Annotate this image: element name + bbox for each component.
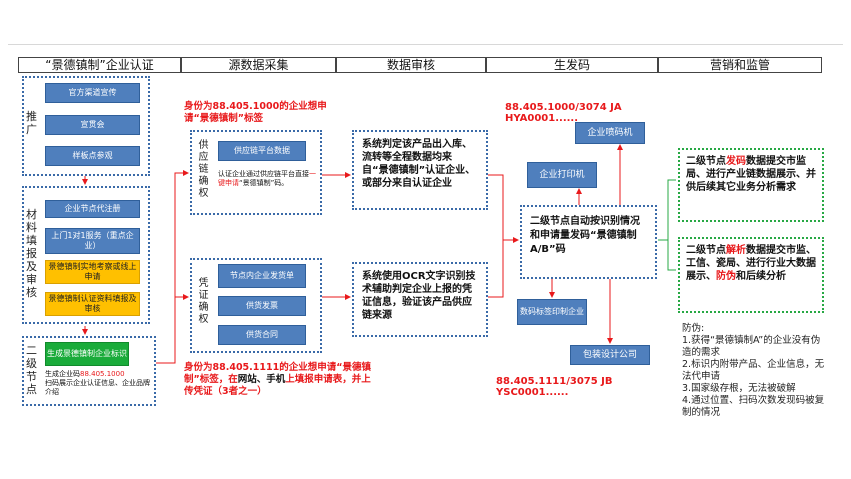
market2-red: 解析 xyxy=(726,245,746,256)
market2-b: 数据提交市监、工信、瓷局、进行行业大数据展示、 xyxy=(686,245,816,282)
line-gen-to-market1 xyxy=(658,179,676,241)
code-bottom: 88.405.1111/3075 JB YSC0001...... xyxy=(496,376,613,398)
top-application-note: 身份为88.405.1000的企业想申请“景德镇制”标签 xyxy=(184,101,327,124)
top-divider xyxy=(8,44,843,45)
anti-counterfeit-notes: 防伪: 1.获得“景德镇制A”的企业没有伪造的需求 2.标识内附带产品、企业信息… xyxy=(682,323,828,419)
audit-ocr-box: 系统使用OCR文字识别技术辅助判定企业上报的凭证信息，验证该产品供应链来源 xyxy=(352,262,488,337)
audit-supply-box: 系统判定该产品出入库、流转等全程数据均来自“景德镇制”认证企业、或部分来自认证企… xyxy=(352,130,488,210)
market-issue-box: 二级节点发码数据提交市监局、进行产业链数据展示、并供后续其它业务分析需求 xyxy=(678,148,824,222)
line-gen-to-market2 xyxy=(667,240,676,271)
market2-a: 二级节点 xyxy=(686,245,726,256)
market1-a: 二级节点 xyxy=(686,156,726,167)
market2-red2: 防伪 xyxy=(716,271,736,282)
market-parse-box: 二级节点解析数据提交市监、工信、瓷局、进行行业大数据展示、防伪和后续分析 xyxy=(678,237,824,313)
digital-label-printer: 数码标签印制企业 xyxy=(517,299,587,325)
supply-chain-data: 供应链平台数据 xyxy=(218,141,306,161)
enterprise-code-scan-text: 扫码展示企业认证信息、企业品牌介绍 xyxy=(45,379,150,396)
anti-title: 防伪: xyxy=(682,323,705,334)
header-code-generation: 生发码 xyxy=(486,57,658,73)
arrow-audit1-to-gen xyxy=(488,174,519,243)
supply-desc-red: 一键申请 xyxy=(218,170,316,187)
anti-item-4: 4.通过位置、扫码次数发现码被复制的情况 xyxy=(682,395,825,418)
briefing-session: 宣贯会 xyxy=(45,115,140,135)
supply-contract: 供货合同 xyxy=(218,325,306,345)
delivery-note: 节点内企业发货单 xyxy=(218,264,306,288)
supply-chain-label: 供应链确权 xyxy=(198,140,209,199)
market2-c: 和后续分析 xyxy=(736,271,786,282)
official-channel-promo: 官方渠道宣传 xyxy=(45,83,140,103)
promotion-label: 推广 xyxy=(26,110,37,136)
enterprise-code-value: 88.405.1000 xyxy=(80,370,125,378)
line-audit2-to-gen xyxy=(488,240,504,298)
gen-main-box: 二级节点自动按识别情况和申请量发码“景德镇制A/B”码 xyxy=(520,205,657,279)
generate-enterprise-id: 生成景德镇制企业标识 xyxy=(45,342,129,366)
packaging-company: 包装设计公司 xyxy=(570,345,650,365)
supply-desc-b: “景德镇制”码。 xyxy=(239,179,289,187)
header-marketing: 营销和监管 xyxy=(658,57,822,73)
onsite-inspection: 景德镇制实地考察或线上申请 xyxy=(45,260,140,284)
enterprise-code-text: 生成企业码 xyxy=(45,370,80,378)
arrow-second-to-supply xyxy=(156,170,189,364)
market1-b: 数据提交市监局、进行产业链数据展示、并供后续其它业务分析需求 xyxy=(686,156,816,193)
supply-chain-desc: 认证企业通过供应链平台直接一键申请“景德镇制”码。 xyxy=(218,170,318,188)
node-registration: 企业节点代注册 xyxy=(45,200,140,218)
header-certification: “景德镇制”企业认证 xyxy=(18,57,181,73)
anti-item-1: 1.获得“景德镇制A”的企业没有伪造的需求 xyxy=(682,335,821,358)
showcase-visit: 样板点参观 xyxy=(45,146,140,166)
market1-red: 发码 xyxy=(726,156,746,167)
supply-desc-a: 认证企业通过供应链平台直接 xyxy=(218,170,309,178)
enterprise-code-desc: 生成企业码88.405.1000 扫码展示企业认证信息、企业品牌介绍 xyxy=(45,370,153,397)
onsite-service: 上门1对1服务（重点企业） xyxy=(45,228,140,254)
enterprise-printer: 企业打印机 xyxy=(527,162,597,188)
header-data-audit: 数据审核 xyxy=(336,57,486,73)
code-top: 88.405.1000/3074 JA HYA0001...... xyxy=(505,102,622,124)
voucher-label: 凭证确权 xyxy=(198,278,209,325)
supply-invoice: 供货发票 xyxy=(218,296,306,316)
material-fill-review: 景德镇制认证资料填报及审核 xyxy=(45,292,140,316)
second-node-label: 二级节点 xyxy=(26,344,37,396)
bottom-note-c: 上填报申请表，并上传凭证（3者之一） xyxy=(184,374,371,397)
material-review-label: 材料填报及审核 xyxy=(26,208,37,299)
anti-item-2: 2.标识内附带产品、企业信息，无法代申请 xyxy=(682,359,825,382)
bottom-note-a: 身份为88.405.1111的企业想申请“景德镇制”标签，在 xyxy=(184,362,371,385)
header-source-data: 源数据采集 xyxy=(181,57,336,73)
bottom-note-b: 网站、手机 xyxy=(237,374,286,385)
bottom-application-note: 身份为88.405.1111的企业想申请“景德镇制”标签，在网站、手机上填报申请… xyxy=(184,362,380,398)
enterprise-sprayer: 企业喷码机 xyxy=(575,122,645,144)
anti-item-3: 3.国家级存根，无法被破解 xyxy=(682,383,796,394)
